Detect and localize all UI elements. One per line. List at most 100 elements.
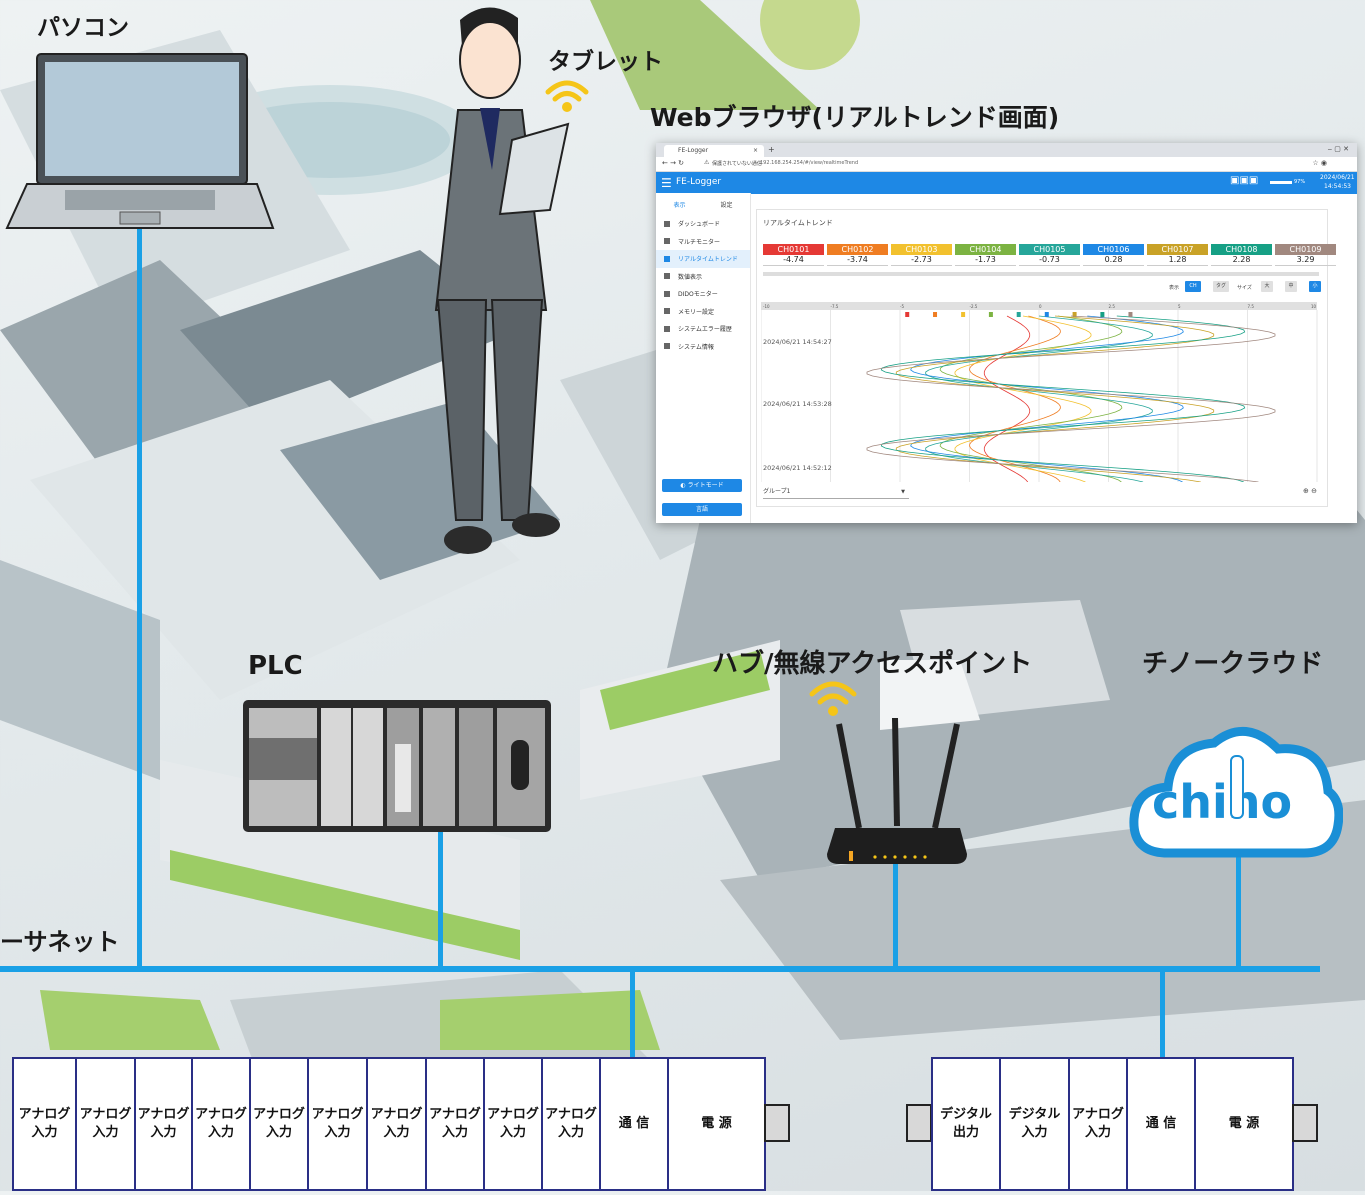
channel-name: CH0106 xyxy=(1083,244,1144,255)
size-medium-button[interactable]: 中 xyxy=(1285,281,1297,292)
battery-icon xyxy=(1270,181,1292,184)
light-mode-icon: ◐ xyxy=(680,482,688,489)
router-drop-line xyxy=(893,862,898,970)
size-large-button[interactable]: 大 xyxy=(1261,281,1273,292)
io-module-left: アナログ 入力 xyxy=(75,1057,136,1191)
sidebar-item-realtime-trend[interactable]: リアルタイムトレンド xyxy=(656,250,750,268)
axis-tick-label: 10 xyxy=(1311,304,1317,309)
battery-level: 97% xyxy=(1294,179,1306,185)
right-rack-endcap xyxy=(1292,1104,1318,1142)
channel-value: -0.73 xyxy=(1019,255,1080,266)
axis-band xyxy=(761,302,1317,310)
io-module-right: デジタル 出力 xyxy=(931,1057,1001,1191)
person-with-tablet-illustration xyxy=(400,0,580,560)
language-button[interactable]: 言語 xyxy=(662,503,742,516)
channel-card: CH0103-2.73 xyxy=(891,244,952,266)
channel-name: CH0105 xyxy=(1019,244,1080,255)
channel-value: 1.28 xyxy=(1147,255,1208,266)
io-module-left: アナログ 入力 xyxy=(541,1057,601,1191)
memory-icon xyxy=(664,308,670,315)
io-module-right: アナログ 入力 xyxy=(1068,1057,1128,1191)
sidebar: 表示 設定 ダッシュボード マルチモニター リアルタイムトレンド 数値表示 DI… xyxy=(656,193,751,523)
sidebar-item-dido[interactable]: DIDOモニター xyxy=(656,285,750,303)
sidebar-item-system-info[interactable]: システム情報 xyxy=(656,338,750,356)
channel-marker xyxy=(1044,312,1049,317)
channel-marker xyxy=(1128,312,1133,317)
sidebar-item-error-history[interactable]: システムエラー履歴 xyxy=(656,320,750,338)
dashboard-icon xyxy=(664,220,670,227)
sidebar-item-memory[interactable]: メモリー設定 xyxy=(656,303,750,321)
window-controls-icon[interactable]: ‒ ▢ ✕ xyxy=(1327,145,1349,153)
new-tab-icon[interactable]: + xyxy=(768,145,775,154)
channel-value: -4.74 xyxy=(763,255,824,266)
left-rack-endcap xyxy=(764,1104,790,1142)
trend-series-line xyxy=(969,315,1061,482)
trend-icon xyxy=(664,255,670,262)
channel-marker xyxy=(933,312,938,317)
tab-close-icon[interactable]: × xyxy=(752,147,758,154)
hub-label: ハブ/無線アクセスポイント xyxy=(712,649,1033,679)
toolbar-icons[interactable]: ▣▣▣ xyxy=(1230,175,1259,186)
timestamp-label: 2024/06/21 14:54:27 xyxy=(763,338,832,346)
display-ch-button[interactable]: CH xyxy=(1185,281,1201,292)
channel-marker xyxy=(1100,312,1105,317)
io-module-right: デジタル 入力 xyxy=(999,1057,1070,1191)
ethernet-bus xyxy=(0,966,1320,972)
horizontal-scrollbar[interactable] xyxy=(763,272,1319,276)
menu-icon[interactable]: ☰ xyxy=(661,176,672,190)
sidebar-item-dashboard[interactable]: ダッシュボード xyxy=(656,215,750,233)
channel-value: -1.73 xyxy=(955,255,1016,266)
group-select[interactable]: グループ1 ▼ xyxy=(763,486,909,499)
browser-window: FE-Logger × + ‒ ▢ ✕ ← → ↻ ⚠ 保護されていない通信 1… xyxy=(656,143,1357,523)
sidebar-item-multimonitor[interactable]: マルチモニター xyxy=(656,233,750,251)
io-module-left: アナログ 入力 xyxy=(134,1057,193,1191)
ethernet-label: ーサネット xyxy=(0,928,120,956)
cloud-label: チノークラウド xyxy=(1142,649,1324,679)
timestamp-label: 2024/06/21 14:53:28 xyxy=(763,400,832,408)
axis-tick-label: 2.5 xyxy=(1109,304,1116,309)
tab-settings[interactable]: 設定 xyxy=(720,201,733,209)
chino-cloud-logo: chino xyxy=(1128,715,1344,860)
sidebar-item-numeric[interactable]: 数値表示 xyxy=(656,268,750,286)
trend-series-line xyxy=(925,315,1153,482)
trend-series-line xyxy=(910,315,1184,482)
channel-value: 3.29 xyxy=(1275,255,1336,266)
url-input[interactable]: 192.168.254.254/#/view/realtimeTrend xyxy=(760,160,859,166)
timestamp-label: 2024/06/21 14:52:12 xyxy=(763,464,832,472)
axis-tick-label: -10 xyxy=(763,304,770,309)
tab-display[interactable]: 表示 xyxy=(673,201,686,209)
security-warning-icon: ⚠ xyxy=(704,159,710,166)
pc-label: パソコン xyxy=(37,15,129,41)
channel-name: CH0102 xyxy=(827,244,888,255)
channel-value: -3.74 xyxy=(827,255,888,266)
channel-value: 0.28 xyxy=(1083,255,1144,266)
cloud-logo-text: chino xyxy=(1152,775,1293,829)
io-module-left: アナログ 入力 xyxy=(366,1057,427,1191)
thermometer-icon xyxy=(1230,755,1244,819)
display-tag-button[interactable]: タグ xyxy=(1213,281,1229,292)
plc-illustration xyxy=(243,700,551,832)
panel-title: リアルタイムトレンド xyxy=(763,219,833,227)
size-label: サイズ xyxy=(1237,285,1252,291)
channel-value: -2.73 xyxy=(891,255,952,266)
tablet-wifi-icon xyxy=(544,78,590,118)
io-module-right: 電 源 xyxy=(1194,1057,1294,1191)
channel-name: CH0107 xyxy=(1147,244,1208,255)
trend-series-line xyxy=(895,315,1215,482)
left-rack-drop-line xyxy=(630,970,635,1058)
light-mode-button[interactable]: ◐ ライトモード xyxy=(662,479,742,492)
io-module-left: アナログ 入力 xyxy=(249,1057,309,1191)
bookmark-icon[interactable]: ☆ ◉ xyxy=(1312,159,1327,167)
size-small-button[interactable]: 小 xyxy=(1309,281,1321,292)
nav-arrows-icon[interactable]: ← → ↻ xyxy=(662,159,685,167)
zoom-icons[interactable]: ⊕ ⊖ xyxy=(1303,487,1317,495)
browser-tab[interactable]: FE-Logger × xyxy=(664,145,764,157)
tablet-label: タブレット xyxy=(548,49,663,75)
laptop-illustration xyxy=(5,52,275,232)
date-display: 2024/06/21 xyxy=(1320,174,1355,181)
axis-tick-label: -5 xyxy=(900,304,904,309)
channel-card: CH0102-3.74 xyxy=(827,244,888,266)
